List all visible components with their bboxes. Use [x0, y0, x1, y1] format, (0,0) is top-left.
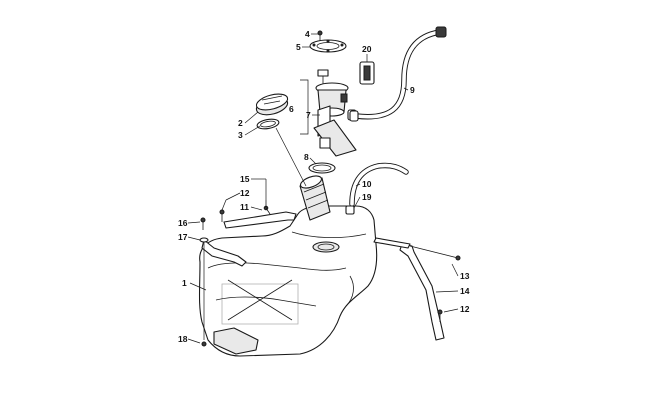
svg-text:11: 11 — [240, 202, 249, 212]
front-left-fastener — [201, 242, 207, 347]
callout-12a: 12 — [221, 188, 250, 211]
svg-text:7: 7 — [306, 110, 311, 120]
cap-gasket — [256, 118, 280, 130]
svg-text:15: 15 — [240, 174, 250, 184]
left-strap-screw — [219, 209, 225, 222]
screw — [317, 30, 323, 42]
callout-16: 16 — [178, 218, 201, 228]
svg-text:1: 1 — [182, 278, 187, 288]
callout-13: 13 — [451, 263, 470, 281]
callout-19: 19 — [353, 192, 372, 209]
fuel-hose — [349, 26, 447, 122]
svg-text:14: 14 — [460, 286, 470, 296]
right-strap-screw — [437, 309, 443, 322]
svg-text:19: 19 — [362, 192, 372, 202]
fuel-level-sensor — [359, 61, 375, 85]
callout-20: 20 — [362, 44, 372, 62]
svg-text:5: 5 — [296, 42, 301, 52]
svg-text:18: 18 — [178, 334, 188, 344]
vent-fitting — [345, 205, 355, 215]
right-bolt — [409, 245, 461, 261]
filler-neck — [299, 175, 331, 221]
callout-17: 17 — [178, 232, 201, 242]
callout-3: 3 — [238, 125, 261, 140]
callout-18: 18 — [178, 334, 201, 344]
svg-text:9: 9 — [410, 85, 415, 95]
callout-6: 6 — [289, 104, 294, 114]
front-left-bushing — [199, 237, 209, 243]
callout-14: 14 — [435, 286, 470, 296]
fuel-tank — [198, 205, 378, 357]
front-left-screw — [200, 217, 206, 230]
callout-10: 10 — [355, 179, 372, 189]
svg-text:17: 17 — [178, 232, 188, 242]
callout-11: 11 — [240, 202, 263, 212]
callout-12b: 12 — [443, 304, 470, 314]
right-tank-strap — [373, 237, 445, 341]
svg-text:13: 13 — [460, 271, 470, 281]
callout-15: 15 — [240, 174, 267, 200]
gas-cap — [255, 93, 289, 116]
svg-text:20: 20 — [362, 44, 372, 54]
svg-text:12: 12 — [240, 188, 250, 198]
vent-hose — [349, 162, 409, 207]
callout-labels: 1 2 3 4 5 6 7 8 9 10 11 12 12 13 14 15 1… — [178, 29, 470, 344]
callout-9: 9 — [403, 85, 415, 95]
callout-7: 7 — [306, 110, 320, 120]
callout-4: 4 — [305, 29, 318, 39]
callout-1: 1 — [182, 278, 207, 291]
svg-text:6: 6 — [289, 104, 294, 114]
retainer-plate — [309, 39, 347, 53]
callout-5: 5 — [296, 42, 310, 52]
svg-text:4: 4 — [305, 29, 310, 39]
callout-2: 2 — [238, 111, 259, 128]
left-tank-strap — [223, 205, 297, 229]
svg-text:8: 8 — [304, 152, 309, 162]
svg-text:2: 2 — [238, 118, 243, 128]
svg-text:16: 16 — [178, 218, 188, 228]
svg-text:3: 3 — [238, 130, 243, 140]
pump-gasket — [308, 162, 336, 174]
svg-text:10: 10 — [362, 179, 372, 189]
svg-text:12: 12 — [460, 304, 470, 314]
fuel-pump-assembly — [313, 69, 357, 157]
callout-8: 8 — [304, 152, 317, 165]
